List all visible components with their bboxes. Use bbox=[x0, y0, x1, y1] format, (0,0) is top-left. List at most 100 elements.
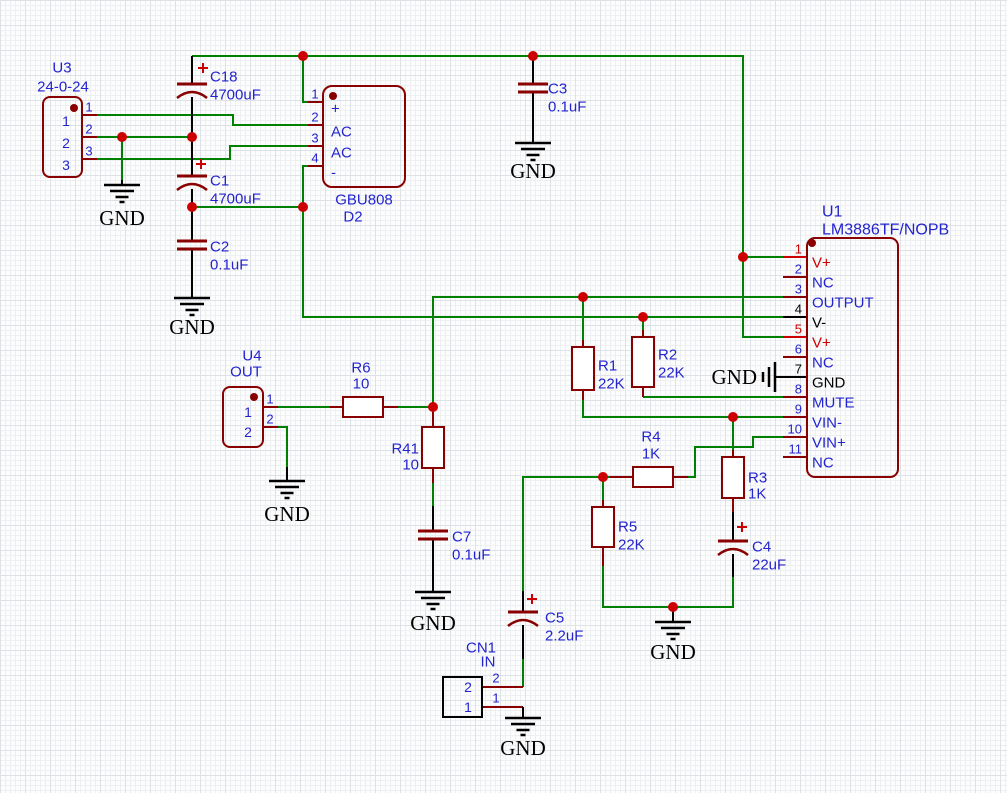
pin-number: 2 bbox=[795, 262, 802, 277]
wire[interactable] bbox=[602, 566, 734, 608]
ref-label: U3 bbox=[52, 60, 71, 77]
gnd-label: GND bbox=[500, 736, 546, 760]
ref-label: C5 bbox=[545, 610, 564, 627]
junction-dot bbox=[187, 202, 197, 212]
wire[interactable] bbox=[582, 399, 783, 418]
junction-dot bbox=[428, 402, 438, 412]
value-label: 2.2uF bbox=[545, 628, 583, 645]
res-body[interactable] bbox=[571, 346, 595, 391]
junction-dot bbox=[638, 312, 648, 322]
gnd-label: GND bbox=[410, 611, 456, 635]
component-C3[interactable]: C30.1uF bbox=[518, 56, 586, 142]
value-label: 0.1uF bbox=[452, 547, 490, 564]
ref-label: CN1 bbox=[466, 640, 496, 657]
value-label: 10 bbox=[353, 376, 370, 393]
wire[interactable] bbox=[302, 165, 783, 318]
pin-name: NC bbox=[812, 455, 834, 472]
res-body[interactable] bbox=[721, 456, 745, 499]
pin-number: 2 bbox=[85, 122, 92, 137]
gnd-label: GND bbox=[510, 159, 556, 183]
component-body[interactable] bbox=[806, 237, 899, 478]
ref-label: C18 bbox=[210, 69, 238, 86]
junction-dot bbox=[117, 132, 127, 142]
ref-label: R5 bbox=[618, 519, 637, 536]
component-C2[interactable]: C20.1uF bbox=[177, 207, 248, 297]
gnd-symbol[interactable]: GND bbox=[99, 180, 145, 230]
component-C5[interactable]: C52.2uF bbox=[507, 591, 583, 659]
value-label: 22K bbox=[598, 376, 625, 393]
ref-label: C2 bbox=[210, 239, 229, 256]
component-body[interactable] bbox=[442, 676, 483, 718]
cap-curved-plate bbox=[176, 182, 208, 192]
wire[interactable] bbox=[278, 426, 288, 467]
ref-label: R2 bbox=[658, 347, 677, 364]
value-label: 10 bbox=[402, 457, 419, 474]
gnd-symbol[interactable]: GND bbox=[169, 296, 215, 339]
pin-number: 1 bbox=[266, 392, 273, 407]
pin-name: VIN+ bbox=[812, 435, 846, 452]
res-body[interactable] bbox=[421, 426, 445, 469]
component-body[interactable] bbox=[42, 96, 83, 178]
wire[interactable] bbox=[97, 145, 308, 160]
wire[interactable] bbox=[192, 55, 783, 338]
pin-number: 4 bbox=[311, 151, 318, 166]
gnd-symbol[interactable]: GND bbox=[650, 607, 696, 664]
value-label: 24-0-24 bbox=[37, 79, 89, 96]
component-C7[interactable]: C70.1uF bbox=[418, 506, 490, 591]
pin-number-inner: 3 bbox=[62, 157, 70, 173]
pin-number: 8 bbox=[795, 382, 802, 397]
gnd-label: GND bbox=[650, 640, 696, 664]
gnd-symbol[interactable]: GND bbox=[500, 707, 546, 760]
res-body[interactable] bbox=[591, 506, 615, 548]
gnd-symbol[interactable]: GND bbox=[712, 362, 784, 392]
pin-name: + bbox=[331, 101, 340, 118]
pin-name: AC bbox=[331, 145, 352, 162]
pin-name: OUTPUT bbox=[812, 295, 874, 312]
gnd-symbol[interactable]: GND bbox=[410, 590, 456, 635]
pin-name: NC bbox=[812, 355, 834, 372]
pin-name: V- bbox=[812, 315, 826, 332]
component-body[interactable] bbox=[322, 85, 406, 188]
component-U1[interactable]: 1V+2NC3OUTPUT4V-5V+6NC7GND8MUTE9VIN-10VI… bbox=[783, 204, 949, 478]
value-label: 0.1uF bbox=[548, 99, 586, 116]
component-body[interactable] bbox=[222, 386, 264, 448]
pin-number: 6 bbox=[795, 342, 802, 357]
wire[interactable] bbox=[302, 56, 308, 103]
junction-dot bbox=[298, 202, 308, 212]
res-body[interactable] bbox=[632, 466, 674, 488]
pin-name: VIN- bbox=[812, 415, 842, 432]
wire[interactable] bbox=[97, 114, 308, 126]
ref-label: R6 bbox=[351, 360, 370, 377]
ref-label: C1 bbox=[210, 173, 229, 190]
pin-number-inner: 2 bbox=[464, 679, 472, 695]
ref-label: GBU808 bbox=[335, 192, 393, 209]
ref-label: C3 bbox=[548, 81, 567, 98]
res-body[interactable] bbox=[342, 396, 384, 418]
wire[interactable] bbox=[522, 476, 633, 591]
value-label: D2 bbox=[343, 209, 362, 226]
gnd-symbol[interactable]: GND bbox=[510, 141, 556, 183]
gnd-symbol[interactable]: GND bbox=[264, 467, 310, 526]
ref-label: R4 bbox=[641, 429, 660, 446]
value-label: 22uF bbox=[752, 557, 786, 574]
res-body[interactable] bbox=[631, 336, 655, 388]
wire[interactable] bbox=[688, 436, 783, 478]
pin-number: 1 bbox=[85, 100, 92, 115]
wire[interactable] bbox=[432, 296, 783, 407]
